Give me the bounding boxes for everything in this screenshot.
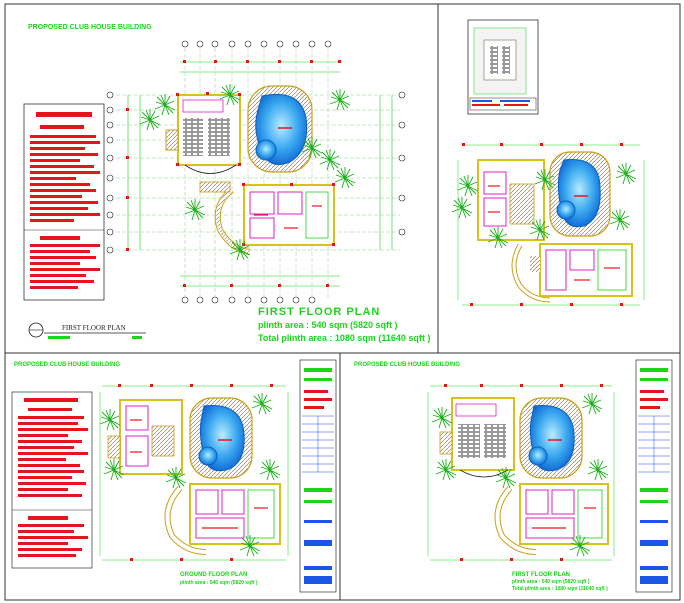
drawing-tag-symbol: [28, 322, 146, 339]
first-floor-title: FIRST FLOOR PLAN: [258, 306, 381, 318]
ground-floor-panel: [11, 359, 337, 593]
first-panel-title: FIRST FLOOR PLAN: [512, 572, 570, 578]
first-panel-project-title: PROPOSED CLUB HOUSE BUILDING: [354, 362, 461, 368]
top-right-plan: [451, 19, 645, 306]
drawing-tag-label: FIRST FLOOR PLAN: [62, 324, 126, 332]
main-first-floor-plan: [106, 40, 406, 304]
notes-legend: [23, 103, 105, 301]
ground-floor-title: GROUND FLOOR PLAN: [180, 572, 248, 578]
first-panel-total-plinth-area: Total plinth area : 1080 sqm (11640 sqft…: [512, 586, 608, 592]
first-floor-panel: [427, 359, 673, 593]
ground-panel-project-title: PROPOSED CLUB HOUSE BUILDING: [14, 362, 121, 368]
first-floor-plinth-area: plinth area : 540 sqm (5820 sqft ): [258, 320, 398, 330]
project-title: PROPOSED CLUB HOUSE BUILDING: [28, 24, 152, 31]
sheet-border: [4, 3, 681, 601]
column-grid: [110, 42, 400, 300]
ground-floor-plinth-area: plinth area : 540 sqm (5820 sqft ): [180, 580, 258, 586]
first-panel-plinth-area: plinth area : 540 sqm (5820 sqft ): [512, 579, 590, 585]
first-floor-total-plinth-area: Total plinth area : 1080 sqm (11640 sqft…: [258, 333, 431, 343]
